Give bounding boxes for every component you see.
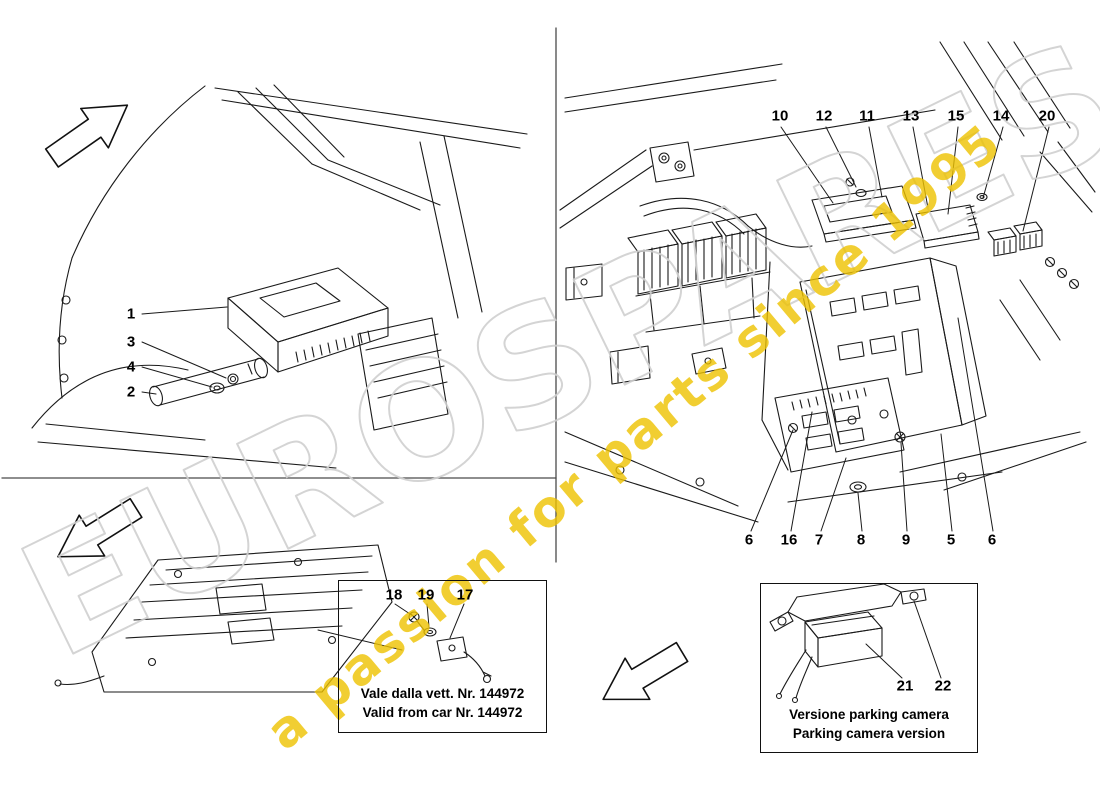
leader-lines-right <box>750 126 1050 532</box>
callout-12: 12 <box>815 107 833 125</box>
ecu-unit-b <box>915 192 988 249</box>
callout-6-left: 6 <box>744 531 754 549</box>
leader-lines-top-left <box>141 306 228 395</box>
callout-4: 4 <box>126 358 136 376</box>
callout-6-right: 6 <box>987 531 997 549</box>
drawing-luggage-compartment <box>559 41 1096 532</box>
callout-9: 9 <box>901 531 911 549</box>
camera-caption-line1: Versione parking camera <box>789 707 949 722</box>
arrow-left-icon <box>589 630 696 721</box>
callout-21: 21 <box>896 677 914 695</box>
drawing-parking-camera <box>769 583 942 704</box>
callout-3: 3 <box>126 333 136 351</box>
drawing-front-compartment <box>31 84 528 469</box>
drawing-floor-pan <box>54 544 492 693</box>
callout-15: 15 <box>947 107 965 125</box>
callout-8: 8 <box>856 531 866 549</box>
callout-16: 16 <box>780 531 798 549</box>
callout-11: 11 <box>859 107 875 125</box>
lower-plate <box>774 377 905 473</box>
callout-13: 13 <box>902 107 920 125</box>
callout-18: 18 <box>385 586 403 604</box>
validity-note-box: Vale dalla vett. Nr. 144972 Valid from c… <box>338 580 547 733</box>
panel-dividers <box>1 27 557 563</box>
callout-19: 19 <box>417 586 435 604</box>
leader-lines-bottom-left <box>394 603 465 639</box>
arrow-up-right-icon <box>37 84 142 179</box>
callout-14: 14 <box>992 107 1010 125</box>
callout-10: 10 <box>771 107 789 125</box>
ecu-unit-front <box>227 267 389 373</box>
callout-22: 22 <box>934 677 952 695</box>
callout-5: 5 <box>946 531 956 549</box>
callout-20: 20 <box>1038 107 1056 125</box>
callout-1: 1 <box>126 305 136 323</box>
connector-blocks <box>987 221 1080 290</box>
callout-2: 2 <box>126 383 136 401</box>
validity-note-line2: Valid from car Nr. 144972 <box>362 705 523 720</box>
main-bracket <box>799 257 987 453</box>
callout-17: 17 <box>456 586 474 604</box>
parking-camera-box: Versione parking camera Parking camera v… <box>760 583 978 753</box>
validity-note-line1: Vale dalla vett. Nr. 144972 <box>360 686 525 701</box>
relay-bank <box>627 213 771 333</box>
callout-7: 7 <box>814 531 824 549</box>
leader-lines-bottom-right <box>865 600 942 679</box>
ecu-bracket-parts <box>149 357 268 407</box>
camera-caption-line2: Parking camera version <box>792 726 946 741</box>
sensor-assembly <box>408 611 492 684</box>
